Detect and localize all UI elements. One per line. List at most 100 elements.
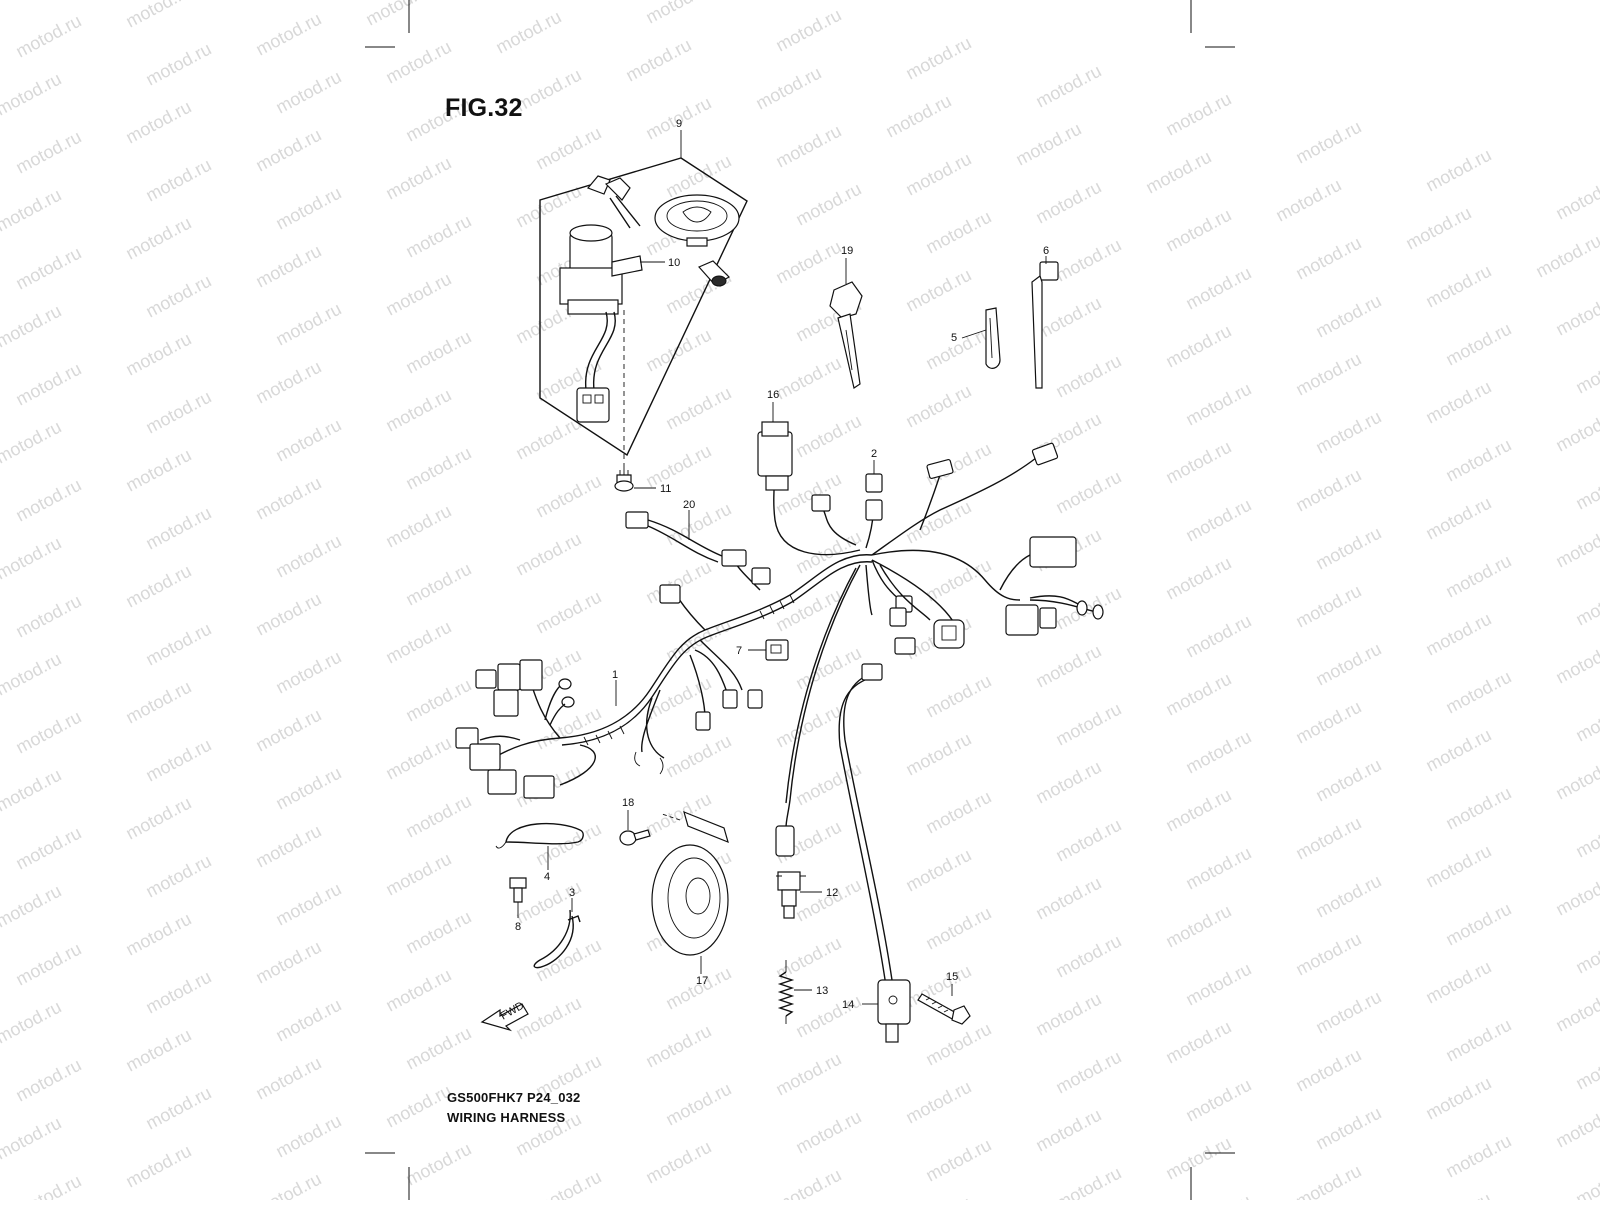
- watermark-text: motod.ru: [1312, 755, 1384, 806]
- watermark-text: motod.ru: [902, 149, 974, 200]
- watermark-text: motod.ru: [772, 1049, 844, 1100]
- watermark-text: motod.ru: [902, 1077, 974, 1128]
- watermark-text: motod.ru: [752, 63, 824, 114]
- screw-18: [619, 829, 651, 846]
- watermark-text: motod.ru: [12, 475, 84, 526]
- callout-13: 13: [816, 985, 828, 997]
- watermark-text: motod.ru: [512, 65, 584, 116]
- watermark-text: motod.ru: [1182, 1191, 1254, 1200]
- seat-lock-cylinder: [697, 260, 730, 287]
- callout-11: 11: [660, 483, 671, 495]
- watermark-text: motod.ru: [902, 845, 974, 896]
- watermark-text: motod.ru: [382, 849, 454, 900]
- watermark-text: motod.ru: [1552, 753, 1600, 804]
- watermark-text: motod.ru: [1182, 959, 1254, 1010]
- watermark-text: motod.ru: [1162, 321, 1234, 372]
- watermark-text: motod.ru: [532, 587, 604, 638]
- watermark-text: motod.ru: [1572, 1159, 1600, 1200]
- watermark-text: motod.ru: [252, 821, 324, 872]
- watermark-text: motod.ru: [1572, 811, 1600, 862]
- watermark-text: motod.ru: [1422, 1073, 1494, 1124]
- watermark-text: motod.ru: [1142, 147, 1214, 198]
- watermark-text: motod.ru: [142, 967, 214, 1018]
- watermark-text: motod.ru: [0, 301, 65, 352]
- watermark-text: motod.ru: [1292, 1161, 1364, 1200]
- watermark-text: motod.ru: [772, 701, 844, 752]
- watermark-text: motod.ru: [272, 995, 344, 1046]
- bolt-8: [509, 877, 527, 903]
- watermark-text: motod.ru: [532, 1167, 604, 1200]
- watermark-text: motod.ru: [902, 381, 974, 432]
- watermark-text: motod.ru: [1312, 871, 1384, 922]
- callout-2: 2: [871, 448, 877, 460]
- watermark-text: motod.ru: [902, 33, 974, 84]
- callout-20: 20: [683, 499, 695, 511]
- watermark-text: motod.ru: [252, 357, 324, 408]
- watermark-text: motod.ru: [1162, 89, 1234, 140]
- watermark-text: motod.ru: [792, 411, 864, 462]
- watermark-text: motod.ru: [252, 937, 324, 988]
- watermark-text: motod.ru: [1182, 611, 1254, 662]
- watermark-text: motod.ru: [1012, 119, 1084, 170]
- watermark-text: motod.ru: [1442, 899, 1514, 950]
- watermark-text: motod.ru: [232, 0, 304, 2]
- watermark-text: motod.ru: [1402, 203, 1474, 254]
- switch-14: [877, 979, 911, 1043]
- watermark-text: motod.ru: [1552, 289, 1600, 340]
- watermark-text: motod.ru: [642, 0, 714, 28]
- watermark-text: motod.ru: [142, 1083, 214, 1134]
- watermark-text: motod.ru: [532, 935, 604, 986]
- watermark-text: motod.ru: [142, 39, 214, 90]
- watermark-text: motod.ru: [1572, 927, 1600, 978]
- watermark-text: motod.ru: [382, 501, 454, 552]
- watermark-text: motod.ru: [492, 7, 564, 58]
- watermark-text: motod.ru: [1032, 641, 1104, 692]
- watermark-text: motod.ru: [1422, 261, 1494, 312]
- watermark-text: motod.ru: [532, 471, 604, 522]
- watermark-text: motod.ru: [1032, 61, 1104, 112]
- ignition-switch: [559, 175, 643, 423]
- watermark-text: motod.ru: [142, 155, 214, 206]
- watermark-text: motod.ru: [662, 963, 734, 1014]
- watermark-text: motod.ru: [1162, 553, 1234, 604]
- watermark-text: motod.ru: [122, 445, 194, 496]
- watermark-text: motod.ru: [1162, 1017, 1234, 1068]
- watermark-text: motod.ru: [1422, 145, 1494, 196]
- watermark-text: motod.ru: [1292, 697, 1364, 748]
- watermark-text: motod.ru: [1312, 407, 1384, 458]
- watermark-text: motod.ru: [362, 0, 434, 30]
- watermark-text: motod.ru: [642, 1137, 714, 1188]
- watermark-text: motod.ru: [122, 677, 194, 728]
- connector-2: [865, 473, 883, 493]
- callout-15: 15: [946, 971, 958, 983]
- watermark-text: motod.ru: [1422, 1189, 1494, 1200]
- watermark-text: motod.ru: [1052, 351, 1124, 402]
- watermark-text: motod.ru: [1422, 377, 1494, 428]
- watermark-text: motod.ru: [382, 385, 454, 436]
- watermark-text: motod.ru: [902, 265, 974, 316]
- watermark-text: motod.ru: [12, 939, 84, 990]
- watermark-text: motod.ru: [1052, 467, 1124, 518]
- key-blank: [829, 281, 863, 389]
- watermark-text: motod.ru: [772, 5, 844, 56]
- callout-numbers: 9 10 11 19 6 5 16 2 20 7 1 18 4 8 3 17 1…: [515, 118, 1049, 1011]
- watermark-text: motod.ru: [1052, 931, 1124, 982]
- watermark-text: motod.ru: [1422, 841, 1494, 892]
- watermark-text: motod.ru: [902, 1193, 974, 1200]
- watermark-text: motod.ru: [402, 443, 474, 494]
- watermark-text: motod.ru: [252, 473, 324, 524]
- watermark-text: motod.ru: [662, 615, 734, 666]
- watermark-text: motod.ru: [922, 1019, 994, 1070]
- watermark-text: motod.ru: [1292, 581, 1364, 632]
- watermark-text: motod.ru: [1312, 987, 1384, 1038]
- callout-17: 17: [696, 975, 708, 987]
- watermark-text: motod.ru: [922, 1135, 994, 1186]
- sub-harness-20: [625, 511, 723, 563]
- watermark-text: motod.ru: [382, 965, 454, 1016]
- switch-12: [776, 871, 806, 919]
- watermark-text: motod.ru: [1442, 1015, 1514, 1066]
- watermark-text: motod.ru: [1032, 989, 1104, 1040]
- watermark-text: motod.ru: [772, 933, 844, 984]
- watermark-text: motod.ru: [272, 531, 344, 582]
- watermark-text: motod.ru: [252, 241, 324, 292]
